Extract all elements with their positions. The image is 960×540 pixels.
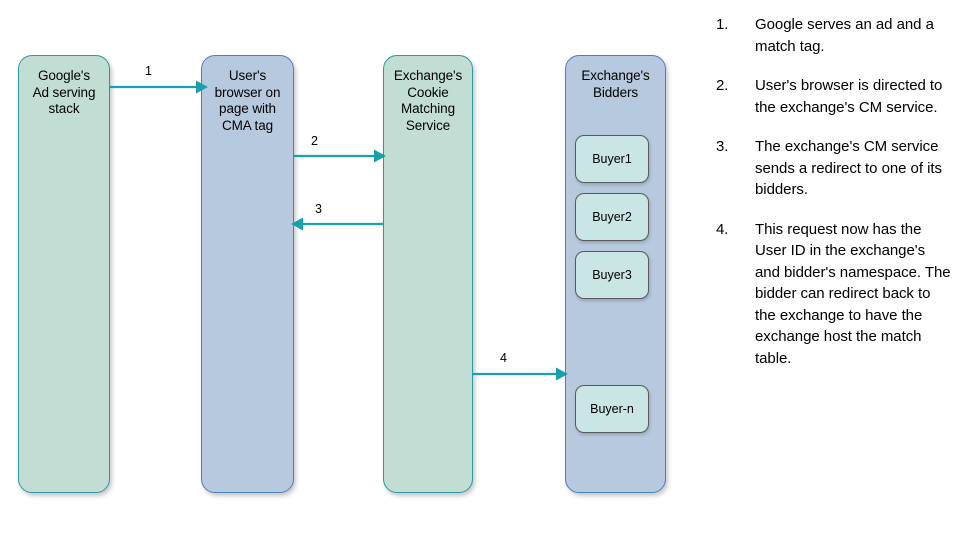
- list-item-number: 1.: [716, 16, 729, 33]
- buyer-label: Buyer1: [592, 152, 632, 166]
- arrow-label-1: 1: [145, 64, 152, 78]
- list-item: 4. This request now has the User ID in t…: [706, 219, 952, 370]
- buyer-label: Buyer3: [592, 268, 632, 282]
- list-item-number: 3.: [716, 138, 729, 155]
- arrow-label-3: 3: [315, 202, 322, 216]
- list-item-text: User's browser is directed to the exchan…: [755, 77, 943, 116]
- list-item-number: 2.: [716, 77, 729, 94]
- arrow-1: [110, 80, 208, 94]
- buyer-label: Buyer2: [592, 210, 632, 224]
- buyer-box[interactable]: Buyer3: [575, 251, 649, 299]
- arrow-3: [291, 217, 383, 231]
- node-google-ad-serving-stack[interactable]: Google's Ad serving stack: [18, 55, 110, 493]
- arrow-label-2: 2: [311, 134, 318, 148]
- node-label: Exchange's Cookie Matching Service: [393, 68, 463, 133]
- buyer-box[interactable]: Buyer2: [575, 193, 649, 241]
- node-label: Exchange's Bidders: [581, 68, 650, 100]
- node-label: Google's Ad serving stack: [32, 68, 96, 116]
- list-item: 3. The exchange's CM service sends a red…: [706, 136, 952, 201]
- node-label: User's browser on page with CMA tag: [214, 68, 281, 133]
- node-user-browser[interactable]: User's browser on page with CMA tag: [201, 55, 294, 493]
- list-item: 2. User's browser is directed to the exc…: [706, 75, 952, 118]
- arrow-label-4: 4: [500, 351, 507, 365]
- list-item-text: Google serves an ad and a match tag.: [755, 16, 934, 55]
- steps-list: 1. Google serves an ad and a match tag. …: [706, 14, 952, 387]
- buyer-box[interactable]: Buyer-n: [575, 385, 649, 433]
- list-item-text: The exchange's CM service sends a redire…: [755, 138, 942, 198]
- list-item-text: This request now has the User ID in the …: [755, 220, 951, 367]
- list-item-number: 4.: [716, 220, 729, 238]
- buyer-label: Buyer-n: [590, 402, 634, 416]
- buyer-box[interactable]: Buyer1: [575, 135, 649, 183]
- node-exchange-cookie-matching-service[interactable]: Exchange's Cookie Matching Service: [383, 55, 473, 493]
- list-item: 1. Google serves an ad and a match tag.: [706, 14, 952, 57]
- arrow-2: [294, 149, 386, 163]
- arrow-4: [473, 367, 568, 381]
